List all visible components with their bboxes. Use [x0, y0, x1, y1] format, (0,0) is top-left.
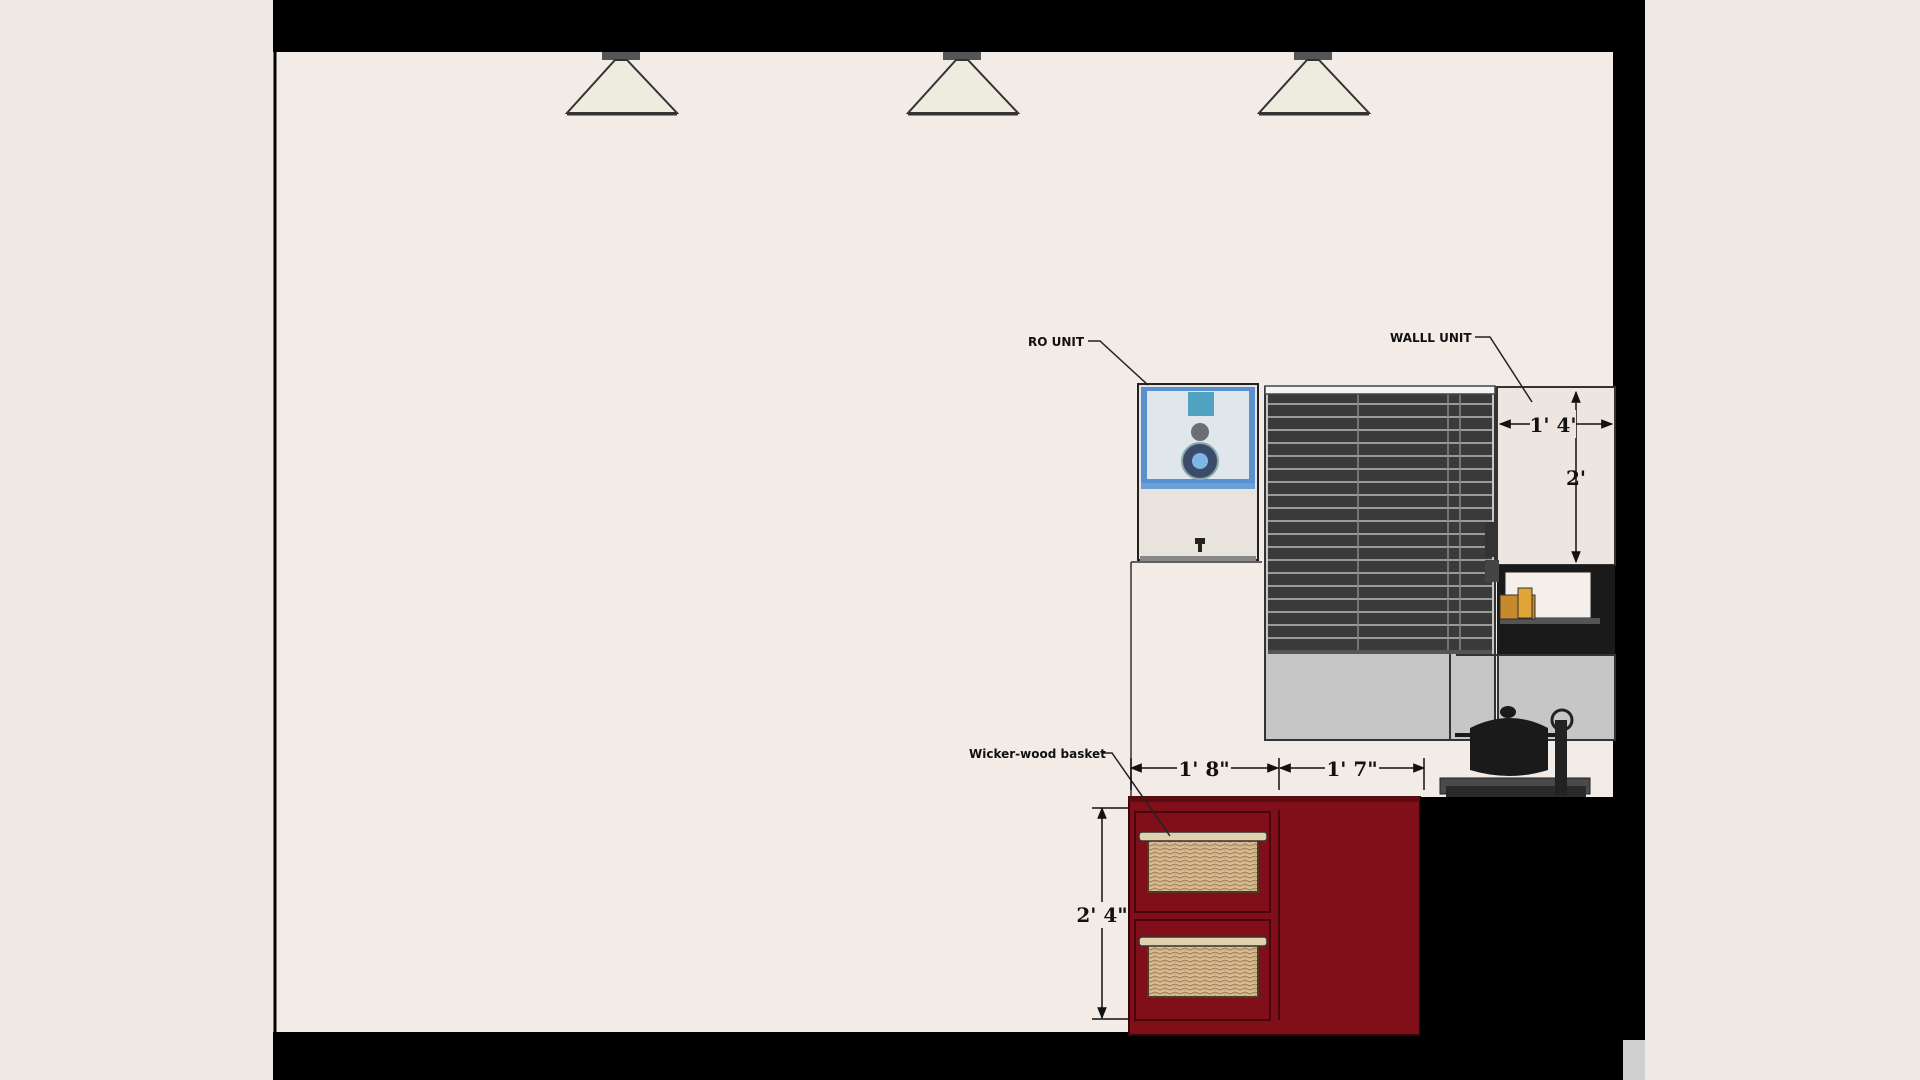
pendant-lamp-3-icon	[1256, 52, 1372, 116]
dim-cabinet-width-left: 1' 8"	[1178, 757, 1229, 781]
wicker-basket-label: Wicker-wood basket	[969, 747, 1106, 761]
pendant-lamp-2-icon	[905, 52, 1021, 116]
dim-wall-unit-height: 2'	[1566, 466, 1586, 490]
dim-cabinet-width-right: 1' 7"	[1326, 757, 1377, 781]
wicker-basket-leader	[1102, 752, 1171, 837]
pendant-lamp-1-icon	[564, 52, 680, 116]
wicker-basket-top	[1138, 831, 1268, 893]
floor-slab	[273, 1032, 1623, 1080]
ro-unit-label: RO UNIT	[1028, 335, 1085, 349]
right-wall	[1613, 0, 1645, 1040]
dim-wall-unit-width: 1' 4'	[1529, 413, 1576, 437]
ro-unit	[1137, 383, 1259, 561]
cooktop-with-pot-icon	[1439, 706, 1591, 800]
wicker-basket-bottom	[1138, 936, 1268, 998]
wall-unit-leader	[1475, 336, 1533, 403]
ro-unit-leader	[1088, 340, 1149, 386]
dim-cabinet-height: 2' 4"	[1076, 903, 1127, 927]
ceiling-slab	[273, 0, 1645, 52]
wall-unit-label: WALLL UNIT	[1390, 331, 1472, 345]
window-blinds	[1264, 385, 1496, 741]
right-wall-end	[1620, 1040, 1645, 1080]
black-base-section	[1420, 797, 1615, 1035]
